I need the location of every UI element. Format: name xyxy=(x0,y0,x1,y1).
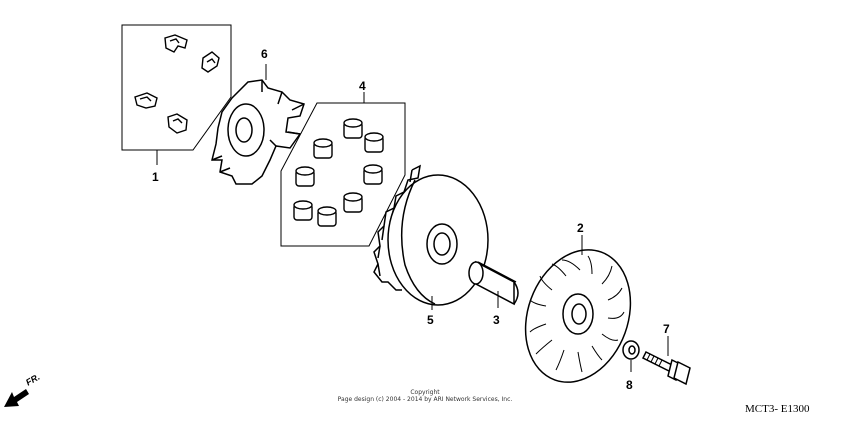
weight-roller xyxy=(364,132,384,153)
arrow-down-left-icon xyxy=(4,389,29,407)
bolt-thread xyxy=(646,353,663,367)
washer[interactable]: 8 xyxy=(622,340,640,392)
slide-piece xyxy=(167,113,188,134)
slide-piece xyxy=(164,34,188,53)
movable-drive-face[interactable]: 5 xyxy=(373,164,489,327)
weight-roller xyxy=(317,206,337,227)
collar-end-face xyxy=(468,261,484,285)
weight-roller xyxy=(313,138,333,159)
weight-roller xyxy=(363,164,383,185)
collar-far-end xyxy=(513,281,519,305)
diagram-code: MCT3- E1300 xyxy=(745,403,810,415)
weight-roller xyxy=(343,118,363,139)
drive-collar[interactable]: 3 xyxy=(468,260,519,327)
washer-hole xyxy=(628,345,636,355)
callout-2: 2 xyxy=(577,221,584,235)
callout-7: 7 xyxy=(663,322,670,336)
ramp-plate[interactable]: 6 xyxy=(211,47,305,185)
ramp-plate-fins xyxy=(211,80,305,173)
collar-top-edge xyxy=(477,261,517,283)
fixed-face-fins xyxy=(529,255,625,373)
ramp-plate-bore xyxy=(235,117,253,143)
weight-roller xyxy=(295,166,315,187)
weight-roller-set[interactable]: 4 xyxy=(280,79,406,247)
slide-pieces-kit[interactable]: 1 xyxy=(121,24,232,184)
kit-outline-1 xyxy=(121,24,232,151)
weight-roller xyxy=(343,192,363,213)
bolt-head xyxy=(673,360,691,386)
copyright-notice: Page design (c) 2004 - 2014 by ARI Netwo… xyxy=(337,396,513,403)
callout-6: 6 xyxy=(261,47,268,61)
callout-3: 3 xyxy=(493,313,500,327)
flange-bolt[interactable]: 7 xyxy=(641,322,691,386)
drive-face-bore xyxy=(433,232,451,256)
weight-roller xyxy=(293,200,313,221)
copyright-line: Copyright xyxy=(410,389,440,396)
callout-1: 1 xyxy=(152,170,159,184)
fixed-face-bore xyxy=(571,303,587,325)
callout-5: 5 xyxy=(427,313,434,327)
callout-8: 8 xyxy=(626,378,633,392)
drive-face-shadow xyxy=(400,179,436,305)
kit-outline-4 xyxy=(280,102,406,247)
fixed-drive-face[interactable]: 2 xyxy=(508,221,648,397)
slide-piece xyxy=(201,51,220,73)
callout-4: 4 xyxy=(359,79,366,93)
slide-piece xyxy=(134,92,158,109)
